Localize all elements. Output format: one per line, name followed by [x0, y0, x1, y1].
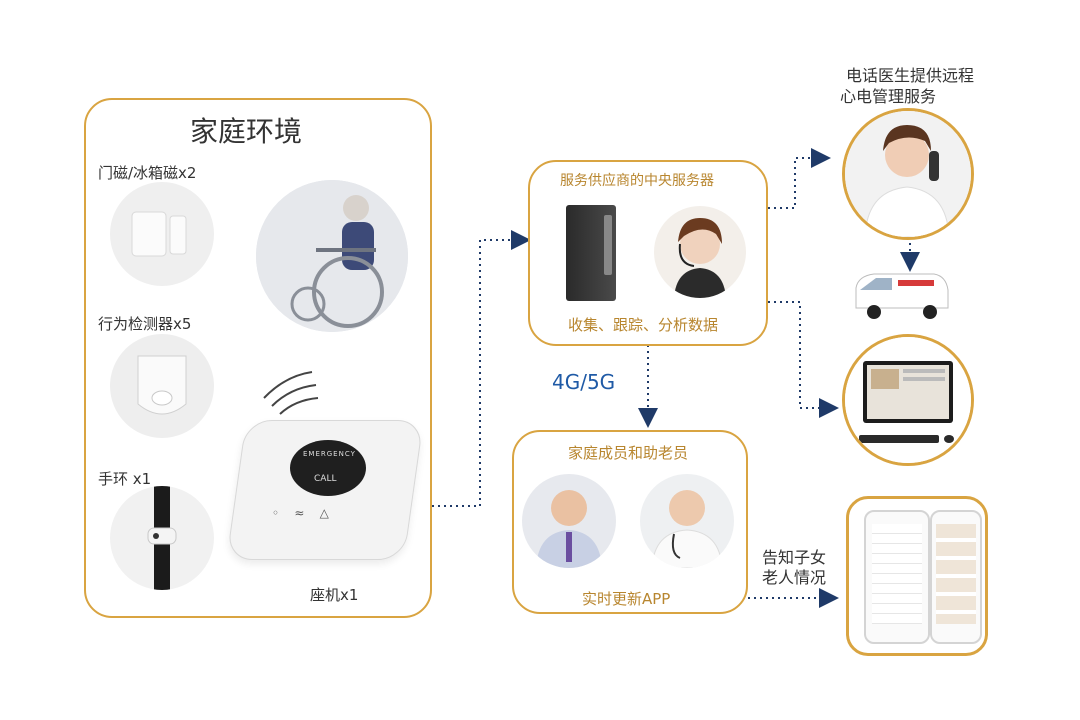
notify-line-2: 老人情况 — [762, 568, 827, 587]
remote-doctor-photo — [842, 108, 974, 240]
door-sensor-image — [110, 182, 214, 286]
doctor-service-line-2: 心电管理服务 — [840, 87, 937, 106]
door-sensor-icon — [131, 211, 187, 257]
bracelet-label: 手环 x1 — [98, 470, 152, 488]
wheelchair-icon — [256, 180, 408, 332]
arrow-server-to-computer — [768, 301, 839, 418]
phone-left-icon — [864, 510, 930, 644]
family-caption: 实时更新APP — [582, 590, 671, 608]
emergency-text: EMERGENCY — [303, 450, 356, 458]
network-label: 4G/5G — [552, 370, 616, 394]
support-agent-photo — [654, 206, 746, 298]
phone-right-icon — [930, 510, 982, 644]
doctor-icon — [651, 490, 723, 568]
home-title: 家庭环境 — [190, 115, 303, 148]
family-title: 家庭成员和助老员 — [568, 444, 689, 462]
ambulance-icon — [855, 273, 949, 319]
motion-sensor-icon — [137, 355, 187, 415]
ambulance-image — [852, 268, 952, 322]
monitor-icon — [845, 337, 971, 463]
behavior-sensor-image — [110, 334, 214, 438]
behavior-sensor-label: 行为检测器x5 — [98, 315, 192, 333]
caregiver-doctor-photo — [640, 474, 734, 568]
server-title: 服务供应商的中央服务器 — [560, 173, 714, 189]
bracelet-image — [110, 486, 214, 590]
call-text: CALL — [314, 474, 337, 484]
headset-agent-icon — [674, 218, 726, 298]
elderly-wheelchair-photo — [256, 180, 408, 332]
emergency-call-button — [290, 440, 366, 496]
doctor-phone-icon — [845, 111, 971, 237]
notify-line-1: 告知子女 — [762, 548, 827, 567]
doctor-service-line-1: 电话医生提供远程 — [846, 66, 975, 85]
base-unit-label: 座机x1 — [310, 586, 359, 604]
server-tower-icon — [566, 205, 616, 301]
door-sensor-label: 门磁/冰箱磁x2 — [98, 164, 197, 182]
person-icon — [536, 490, 602, 568]
computer-monitor-image — [842, 334, 974, 466]
arrow-home-to-server — [432, 230, 531, 507]
family-member-photo — [522, 474, 616, 568]
base-unit-buttons: ◦ ≈ △ — [272, 506, 329, 520]
server-caption: 收集、跟踪、分析数据 — [568, 316, 719, 334]
arrow-server-to-doctor — [768, 148, 831, 209]
bracelet-icon — [147, 486, 177, 590]
